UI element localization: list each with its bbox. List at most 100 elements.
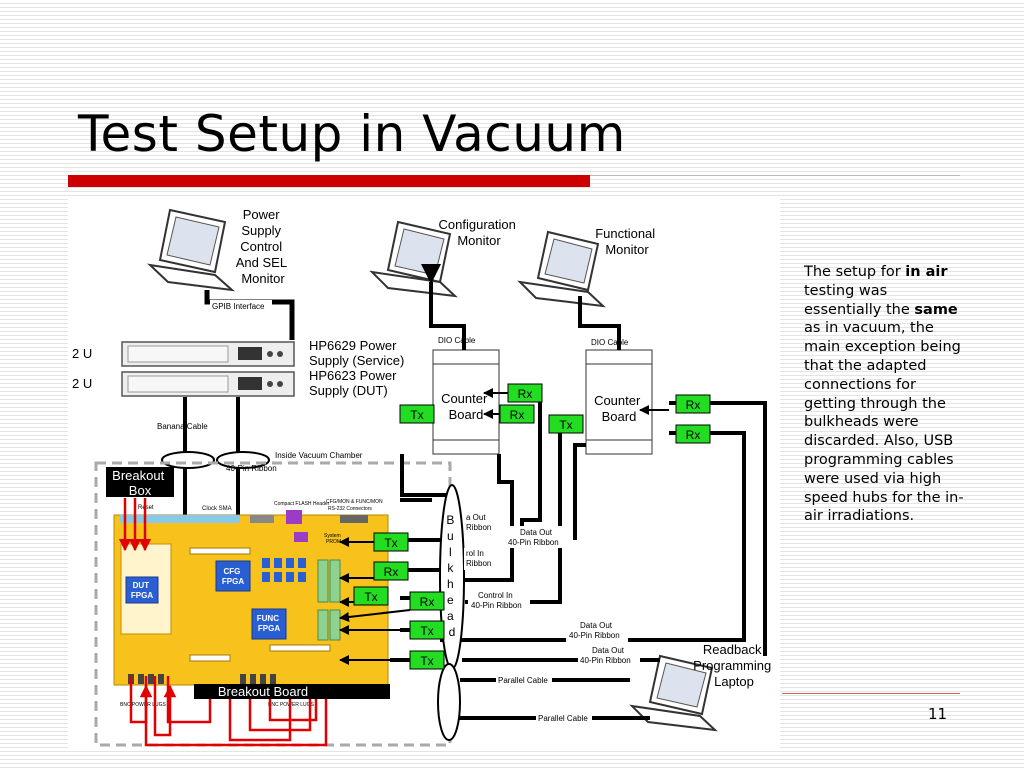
func-fpga-label: FUNC FPGA [257, 614, 281, 633]
dut-fpga-label: DUT FPGA [131, 581, 153, 600]
banana-cable-label: Banana Cable [157, 422, 208, 431]
dut-fpga-chip [125, 576, 159, 604]
psu2-height-label: 2 U [72, 376, 92, 391]
bulkhead-lower [437, 663, 461, 741]
svg-text:40-Pin Ribbon: 40-Pin Ribbon [508, 538, 559, 547]
hp6629-power-supply [121, 341, 295, 367]
title-divider [590, 175, 960, 176]
gpib-label: GPIB Interface [212, 302, 265, 311]
hp6623-label: HP6623 Power Supply (DUT) [309, 368, 400, 398]
svg-text:Control In: Control In [478, 591, 513, 600]
tx-box-chamber-3: Tx [409, 620, 445, 640]
note-bold-same: same [914, 301, 958, 318]
note-text-1: The setup for [804, 264, 906, 280]
gpib-label-bg [210, 300, 272, 311]
svg-text:Parallel Cable: Parallel Cable [538, 714, 588, 723]
functional-monitor-label: Functional Monitor [595, 226, 659, 257]
tx-box-chamber-4: Tx [409, 650, 445, 670]
compact-flash-header [286, 510, 302, 524]
header-row-3 [189, 654, 231, 662]
cable-labels: a Out Ribbon rol In Ribbon Data Out 40-P… [464, 512, 640, 723]
vacuum-chamber-boundary [94, 461, 452, 747]
svg-text:Data Out: Data Out [592, 646, 625, 655]
func-fpga-chip [251, 608, 287, 640]
hp6623-power-supply [121, 371, 295, 397]
counter-board-2-label: Counter Board [594, 393, 644, 424]
gpib-cable [204, 290, 295, 340]
svg-text:Tx: Tx [420, 624, 433, 638]
svg-text:Rx: Rx [510, 408, 525, 422]
svg-text:a Out: a Out [466, 513, 486, 522]
svg-text:Ribbon: Ribbon [466, 523, 491, 532]
bnc-lugs-label-right: BNC POWER LUGS [268, 702, 315, 708]
svg-text:40-Pin Ribbon: 40-Pin Ribbon [580, 656, 631, 665]
slide-title: Test Setup in Vacuum [78, 105, 626, 163]
svg-text:Rx: Rx [686, 398, 701, 412]
feedthrough-ellipse-1 [161, 451, 215, 469]
bnc-lugs-label-left: BNC POWER LUGS [120, 702, 167, 708]
svg-text:Tx: Tx [410, 408, 423, 422]
rx-box-counter2-bottom: Rx [675, 424, 711, 444]
svg-text:Ribbon: Ribbon [466, 559, 491, 568]
readback-laptop-icon [629, 654, 718, 732]
svg-text:Rx: Rx [420, 595, 435, 609]
footer-line [782, 693, 960, 694]
prom-label: System PROM [324, 533, 342, 545]
green-connectors [317, 559, 341, 641]
power-monitor-label: Power Supply Control And SEL Monitor [236, 207, 290, 286]
readback-laptop-label: Readback Programming Laptop [693, 642, 775, 689]
config-monitor-laptop-icon [369, 220, 458, 298]
functional-monitor-laptop-icon [517, 230, 606, 308]
page-number: 11 [928, 705, 948, 723]
svg-text:Rx: Rx [384, 565, 399, 579]
breakout-board-banner [194, 684, 390, 699]
header-row-1 [189, 547, 251, 555]
breakout-board-label: Breakout Board [218, 684, 308, 699]
tx-box-counter2: Tx [548, 414, 584, 434]
svg-text:Tx: Tx [559, 418, 572, 432]
dio-cable-1-label: DIO Cable [438, 336, 476, 345]
breakout-box [106, 467, 174, 497]
dio-cable-1 [421, 264, 466, 350]
note-text-2: testing was essentially the [804, 282, 915, 318]
rx-box-chamber-2: Rx [409, 591, 445, 611]
note-bold-in-air: in air [905, 264, 948, 280]
cf-header-label: Compact FLASH Header [274, 501, 330, 507]
svg-text:rol In: rol In [466, 549, 484, 558]
clock-sma-connector [250, 515, 274, 523]
svg-text:Tx: Tx [364, 590, 377, 604]
tx-rx-boxes: Tx Rx Rx Tx Rx Rx Tx Rx Tx Rx Tx Tx [353, 383, 711, 670]
rs232-label: CFG/MON & FUNC/MON RS-232 Connectors [326, 499, 384, 512]
dio-cable-2 [578, 296, 621, 350]
breakout-box-label: Breakout Box [112, 468, 168, 498]
cfg-fpga-chip [215, 560, 251, 592]
prom-chip [294, 532, 308, 542]
tx-box-chamber-2: Tx [353, 586, 389, 606]
power-monitor-laptop-icon [146, 208, 236, 292]
svg-text:Rx: Rx [518, 387, 533, 401]
dio-cable-2-label: DIO Cable [591, 338, 629, 347]
ribbon-top-label: 40-Pin Ribbon [226, 464, 277, 473]
tx-box-counter1: Tx [399, 404, 435, 424]
svg-text:Data Out: Data Out [580, 621, 613, 630]
red-wires [118, 498, 333, 747]
counter-board-2 [585, 349, 653, 455]
svg-text:Rx: Rx [686, 428, 701, 442]
svg-text:40-Pin Ribbon: 40-Pin Ribbon [471, 601, 522, 610]
psu1-height-label: 2 U [72, 346, 92, 361]
note-text-3: as in vacuum, the main exception being t… [804, 320, 964, 525]
counter-board-1-label: Counter Board [441, 391, 491, 422]
cfg-fpga-label: CFG FPGA [222, 567, 244, 586]
counter-board-1 [432, 349, 500, 455]
svg-text:Tx: Tx [420, 654, 433, 668]
rs232-connector [340, 515, 368, 523]
bulkhead-label: B u l k h e a d [446, 513, 457, 639]
rx-box-counter1-bottom: Rx [499, 404, 535, 424]
title-underline-bar [68, 175, 590, 187]
tx-box-chamber-1: Tx [373, 532, 409, 552]
header-row-2 [269, 644, 331, 652]
svg-text:Parallel Cable: Parallel Cable [498, 676, 548, 685]
clock-sma-label: Clock SMA [202, 506, 232, 512]
svg-text:40-Pin Ribbon: 40-Pin Ribbon [569, 631, 620, 640]
